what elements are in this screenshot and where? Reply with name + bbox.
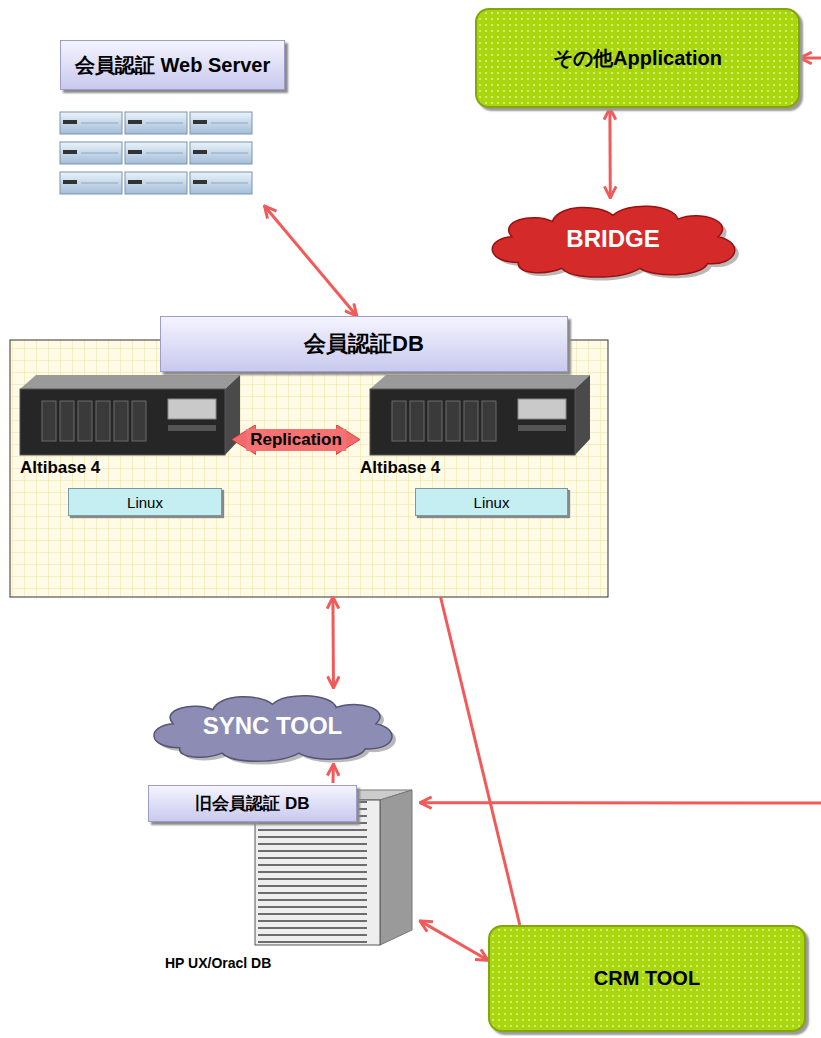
- node-label: BRIDGE: [566, 225, 659, 253]
- connector: [441, 597, 520, 925]
- edge-label: Replication: [246, 429, 346, 451]
- os-box: Linux: [415, 488, 568, 516]
- node-label: Linux: [127, 494, 163, 511]
- node-label: SYNC TOOL: [203, 712, 343, 740]
- connector: [264, 206, 356, 316]
- title-box: 旧会員認証 DB: [148, 785, 357, 822]
- legacy-database: 旧会員認証 DB HP UX/Oracl DB: [148, 783, 420, 980]
- node-label: HP UX/Oracl DB: [165, 955, 271, 971]
- node-label: その他Application: [553, 45, 722, 72]
- node-label: Altibase 4: [20, 458, 100, 478]
- server-group: 会員認証 Web Server: [58, 38, 290, 206]
- crm-box: CRM TOOL: [488, 925, 806, 1032]
- node-label: Altibase 4: [360, 458, 440, 478]
- connector: [608, 108, 611, 198]
- cloud-node: BRIDGE: [478, 198, 748, 280]
- container-ground: [10, 340, 608, 597]
- title-box: 会員認証 Web Server: [60, 40, 285, 90]
- node-label: Linux: [474, 494, 510, 511]
- connector: [420, 58, 821, 803]
- db-server: Altibase 4 Linux: [18, 372, 232, 522]
- connector: [331, 597, 335, 688]
- connector: [331, 764, 334, 783]
- cloud-node: SYNC TOOL: [140, 688, 405, 764]
- connector: [420, 921, 488, 960]
- node-label: CRM TOOL: [594, 967, 700, 990]
- os-box: Linux: [68, 488, 222, 516]
- application-box: その他Application: [475, 8, 800, 108]
- database-cluster: 会員認証DB Altibase 4 Linux Altibase 4 Linux: [10, 316, 608, 597]
- db-server: Altibase 4 Linux: [360, 372, 600, 522]
- title-box: 会員認証DB: [160, 316, 568, 372]
